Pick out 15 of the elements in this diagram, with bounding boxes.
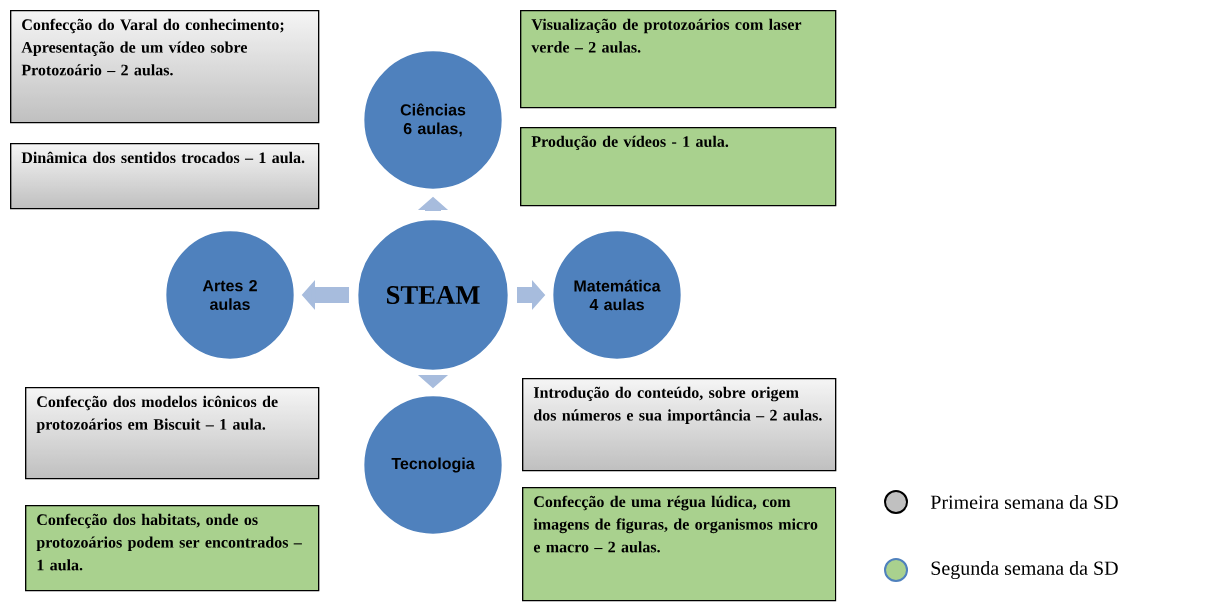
activity-box: Confecção dos modelos icônicos de protozoários em Biscuit – 1 aula. [25,387,320,480]
legend-label: Segunda semana da SD [931,560,1118,580]
circle-node: Artes 2 aulas [163,228,297,362]
circle-node: Ciências 6 aulas, [361,48,505,192]
activity-box: Confecção do Varal do conhecimento; Apresentação de um vídeo sobre Protozoário – 2 aulas. [10,10,320,124]
activity-box: Dinâmica dos sentidos trocados – 1 aula. [10,143,320,210]
activity-box: Confecção dos habitats, onde os protozoários podem ser encontrados – 1 aula. [25,505,320,592]
activity-box: Confecção de uma régua lúdica, com imagens de figuras, de organismos micro e macro – 2 aulas. [522,487,837,602]
activity-box: Visualização de protozoários com laser verde – 2 aulas. [520,10,837,109]
activity-box: Introdução do conteúdo, sobre origem dos números e sua importância – 2 aulas. [522,378,837,472]
circle-node: Tecnologia [361,393,505,537]
activity-box: Produção de vídeos - 1 aula. [520,127,837,207]
circle-node: Matemática 4 aulas [550,228,684,362]
legend-label: Primeira semana da SD [930,494,1118,509]
circle-node: STEAM [355,217,511,373]
